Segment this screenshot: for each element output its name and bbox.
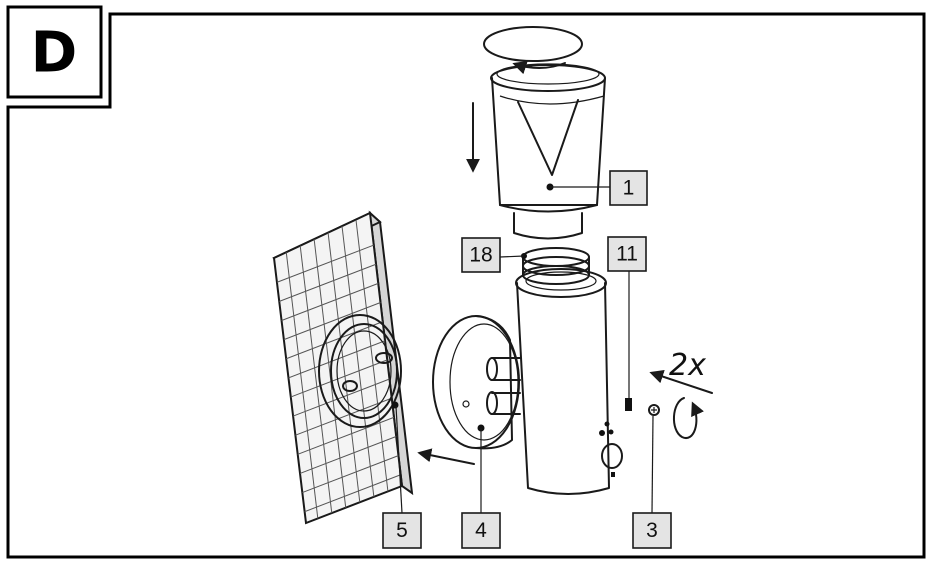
- step-letter: D: [31, 21, 77, 86]
- wall: [272, 210, 414, 525]
- callout-label-4: 4: [475, 519, 487, 542]
- lamp-body: [515, 268, 623, 495]
- diffuser-cover: [483, 26, 606, 240]
- mounting-plate: [432, 315, 521, 450]
- callout-part-3: 3: [632, 512, 672, 549]
- screw-direction-arrow: [649, 369, 713, 394]
- sealing-ring: [521, 247, 590, 285]
- callout-part-5: 5: [382, 512, 422, 549]
- callout-part-1: 1: [609, 170, 648, 206]
- callout-label-18: 18: [469, 244, 492, 267]
- screw: [625, 398, 660, 416]
- left-arrow: [417, 448, 475, 465]
- callout-part-4: 4: [461, 512, 501, 549]
- rotate-arrow: [673, 397, 704, 440]
- leader-lines: [395, 186, 654, 514]
- callout-part-11: 11: [607, 236, 647, 272]
- callout-label-11: 11: [616, 243, 638, 266]
- screw-count-label: 2x: [669, 348, 706, 383]
- callout-label-3: 3: [646, 519, 658, 542]
- callout-label-5: 5: [396, 519, 408, 542]
- callout-part-18: 18: [461, 237, 501, 273]
- callout-label-1: 1: [623, 177, 635, 200]
- diagram-frame: [6, 12, 926, 559]
- step-label: D: [6, 5, 103, 99]
